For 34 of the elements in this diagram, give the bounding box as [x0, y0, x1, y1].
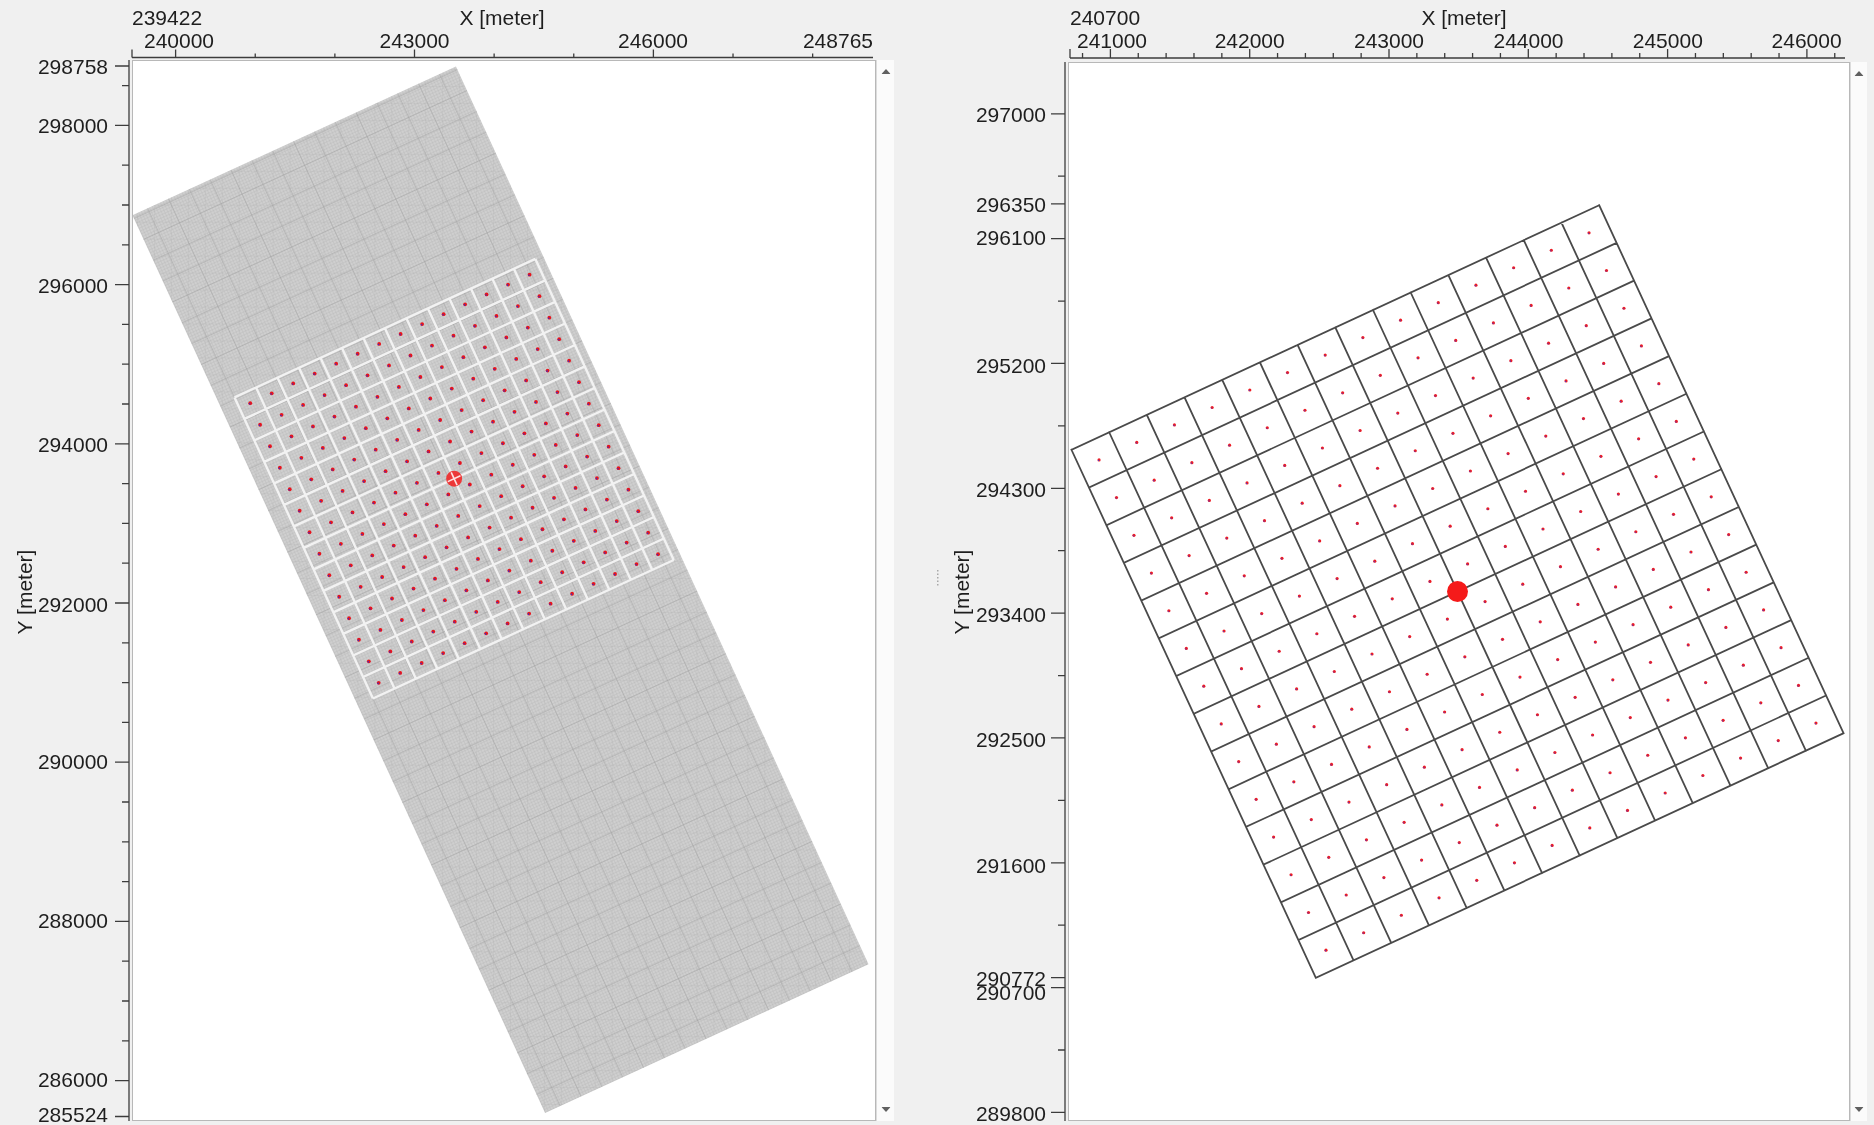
tick-label: 288000 — [37, 909, 108, 931]
axis-title: X [meter] — [459, 6, 545, 28]
tick-label: 296000 — [37, 274, 108, 296]
tick-label: 296350 — [975, 193, 1046, 215]
tick-label: 297000 — [975, 103, 1046, 125]
axis-title: Y [meter] — [950, 549, 972, 635]
tick-label: 244000 — [1493, 29, 1564, 51]
tick-label: 248765 — [802, 29, 873, 51]
tick-label: 246000 — [1771, 29, 1842, 51]
tick-label: 240700 — [1070, 6, 1141, 28]
tick-label: 294300 — [975, 478, 1046, 500]
tick-label: 294000 — [37, 433, 108, 455]
tick-label: 245000 — [1632, 29, 1703, 51]
tick-label: 290000 — [37, 750, 108, 772]
tick-label: 285524 — [37, 1103, 108, 1124]
tick-label: 239422 — [132, 6, 203, 28]
tick-label: 296100 — [975, 226, 1046, 248]
tick-label: 286000 — [37, 1068, 108, 1090]
axis-title: X [meter] — [1421, 6, 1507, 28]
tick-label: 292500 — [975, 728, 1046, 750]
tick-label: 295200 — [975, 354, 1046, 376]
axis-title: Y [meter] — [13, 549, 35, 635]
tick-label: 291600 — [975, 854, 1046, 876]
tick-label: 298758 — [37, 55, 108, 77]
tick-label: 298000 — [37, 114, 108, 136]
tick-label: 243000 — [1353, 29, 1425, 51]
tick-label: 289800 — [975, 1102, 1046, 1124]
tick-label: 293400 — [975, 603, 1046, 625]
tick-label: 242000 — [1214, 29, 1285, 51]
tick-label: 241000 — [1076, 29, 1148, 51]
tick-label: 246000 — [617, 29, 689, 51]
tick-label: 240000 — [143, 29, 215, 51]
tick-label: 243000 — [379, 29, 450, 51]
tick-label: 292000 — [37, 593, 108, 614]
